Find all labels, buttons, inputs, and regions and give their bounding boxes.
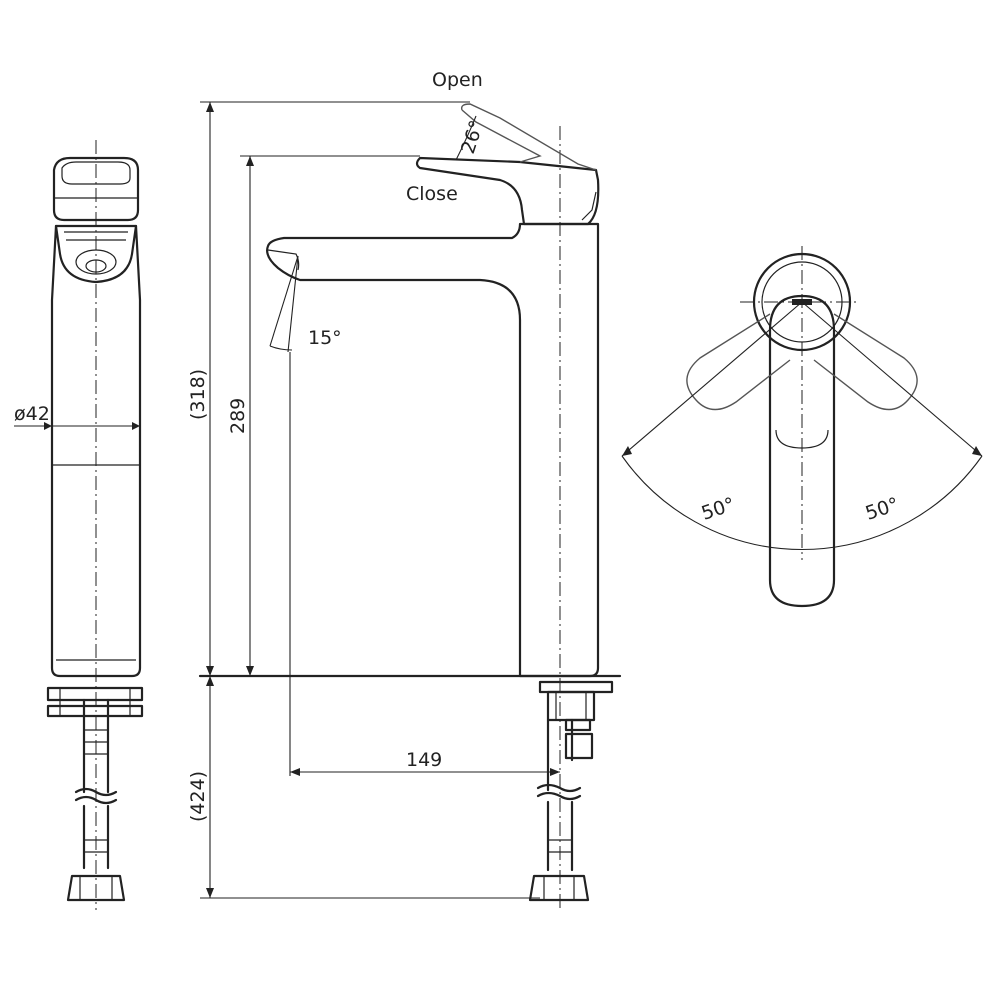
height-total-label: (318) — [187, 369, 209, 420]
rotation-right-label: 50° — [863, 493, 902, 524]
open-label: Open — [432, 69, 483, 91]
angle-spout-label: 15° — [308, 327, 342, 349]
height-spout-label: 289 — [227, 398, 249, 434]
diameter-label: ø42 — [14, 403, 50, 425]
profile-view: 26° Open Close 15° (318) — [187, 69, 622, 910]
side-view: ø42 — [14, 140, 144, 910]
reach-label: 149 — [406, 749, 442, 771]
rotation-left-label: 50° — [699, 493, 738, 524]
close-label: Close — [406, 183, 458, 205]
hose-length-label: (424) — [187, 771, 209, 822]
top-view: 50° 50° — [621, 246, 983, 608]
angle-open-label: 26° — [457, 118, 488, 157]
